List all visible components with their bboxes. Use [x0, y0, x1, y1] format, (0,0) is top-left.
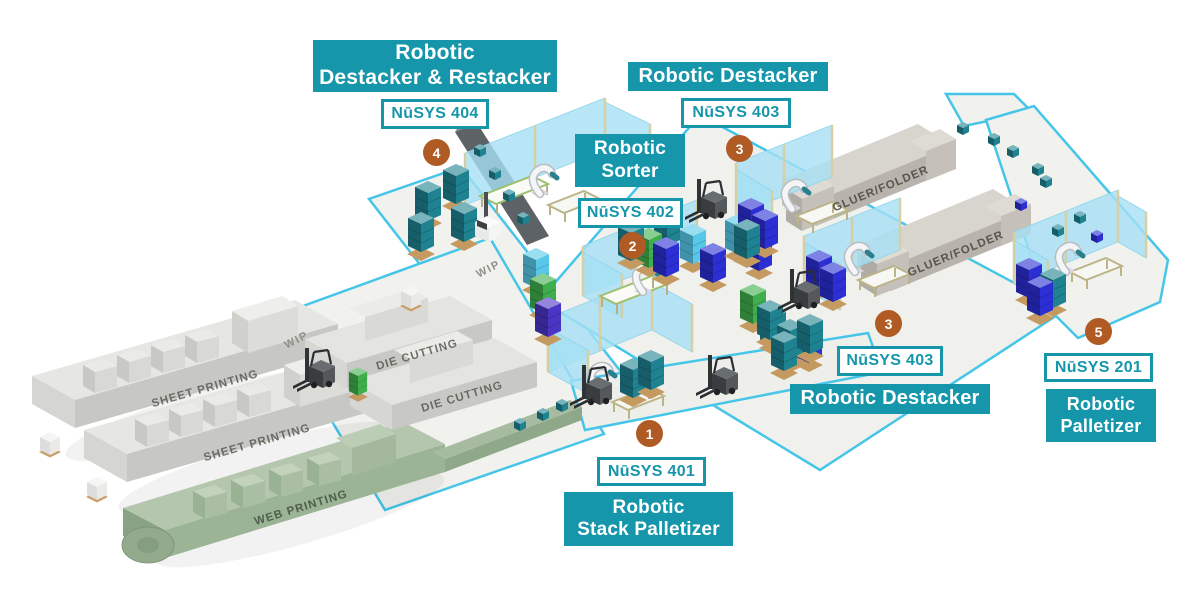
label-line: Destacker & Restacker: [319, 66, 551, 89]
nusys-403-right-tag: NūSYS 403: [837, 346, 943, 376]
label-line: Stack Palletizer: [577, 519, 720, 540]
label-line: Robotic: [612, 496, 685, 518]
badge-number: 2: [628, 237, 637, 254]
nusys-404-tag: NūSYS 404: [381, 99, 489, 129]
label-robotic-destacker-restacker: Robotic Destacker & Restacker: [313, 40, 557, 92]
badge-1: 1: [636, 420, 663, 447]
nusys-label: NūSYS 402: [586, 204, 675, 221]
badge-5: 5: [1085, 318, 1112, 345]
nusys-401-tag: NūSYS 401: [597, 457, 706, 486]
badge-4: 4: [423, 139, 450, 166]
badge-number: 3: [735, 140, 744, 157]
machines: [32, 124, 1031, 568]
nusys-label: NūSYS 404: [391, 105, 479, 122]
outfeed-conveyor: [445, 407, 582, 472]
label-line: Palletizer: [1060, 415, 1142, 436]
nusys-label: NūSYS 401: [607, 462, 696, 480]
badge-2: 2: [619, 232, 646, 259]
nusys-201-tag: NūSYS 201: [1044, 353, 1153, 382]
label-robotic-stack-palletizer: Robotic Stack Palletizer: [564, 492, 733, 546]
label-line: Robotic: [1066, 394, 1136, 415]
badge-number: 4: [432, 144, 441, 161]
label-robotic-destacker-right: Robotic Destacker: [790, 384, 990, 414]
label-line: Sorter: [601, 160, 659, 182]
label-line: Robotic: [593, 138, 667, 160]
label-line: Robotic: [395, 41, 475, 65]
label-robotic-palletizer: Robotic Palletizer: [1046, 389, 1156, 442]
label-line: Robotic Destacker: [800, 387, 980, 410]
nusys-label: NūSYS 403: [846, 352, 934, 369]
badge-number: 1: [645, 425, 654, 442]
nusys-label: NūSYS 403: [692, 104, 780, 121]
label-line: Robotic Destacker: [638, 64, 818, 87]
nusys-label: NūSYS 201: [1054, 358, 1143, 376]
nusys-403-top-tag: NūSYS 403: [681, 98, 791, 128]
label-robotic-destacker-top: Robotic Destacker: [628, 62, 828, 91]
badge-3-top: 3: [726, 135, 753, 162]
label-robotic-sorter: Robotic Sorter: [575, 134, 685, 187]
badge-number: 3: [884, 315, 893, 332]
badge-number: 5: [1094, 323, 1103, 340]
nusys-402-tag: NūSYS 402: [578, 198, 683, 228]
web-printing-machine: [121, 400, 582, 564]
badge-3-right: 3: [875, 310, 902, 337]
